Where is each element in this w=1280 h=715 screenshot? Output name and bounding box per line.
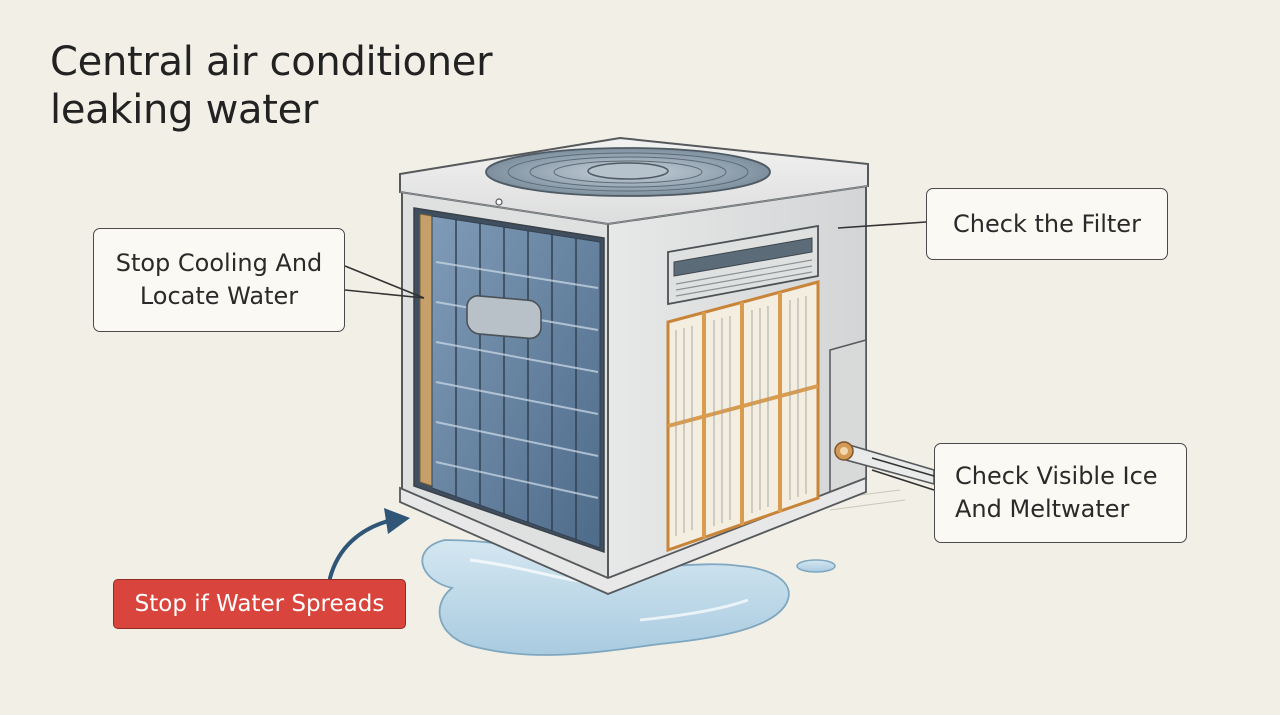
fan-grille-icon (485, 147, 771, 197)
callout-stop-cooling-line1: Stop Cooling And (115, 249, 323, 277)
callout-stop-water-spreads-text: Stop if Water Spreads (134, 590, 385, 617)
callout-stop-water-spreads: Stop if Water Spreads (113, 579, 406, 629)
arrow-icon (328, 508, 410, 580)
vent-grille (667, 224, 819, 306)
callout-check-filter-text: Check the Filter (953, 209, 1141, 238)
leader-lines (344, 221, 935, 491)
callout-check-filter: Check the Filter (926, 188, 1168, 260)
air-filter (666, 280, 820, 553)
callout-check-ice-line2: And Meltwater (955, 495, 1130, 523)
callout-stop-cooling-line2: Locate Water (139, 282, 299, 310)
condenser-coil (413, 207, 605, 554)
callout-stop-cooling: Stop Cooling And Locate Water (93, 228, 345, 332)
page-title: Central air conditioner leaking water (50, 39, 493, 133)
callout-check-ice-line1: Check Visible Ice (955, 462, 1158, 490)
callout-check-ice: Check Visible Ice And Meltwater (934, 443, 1187, 543)
